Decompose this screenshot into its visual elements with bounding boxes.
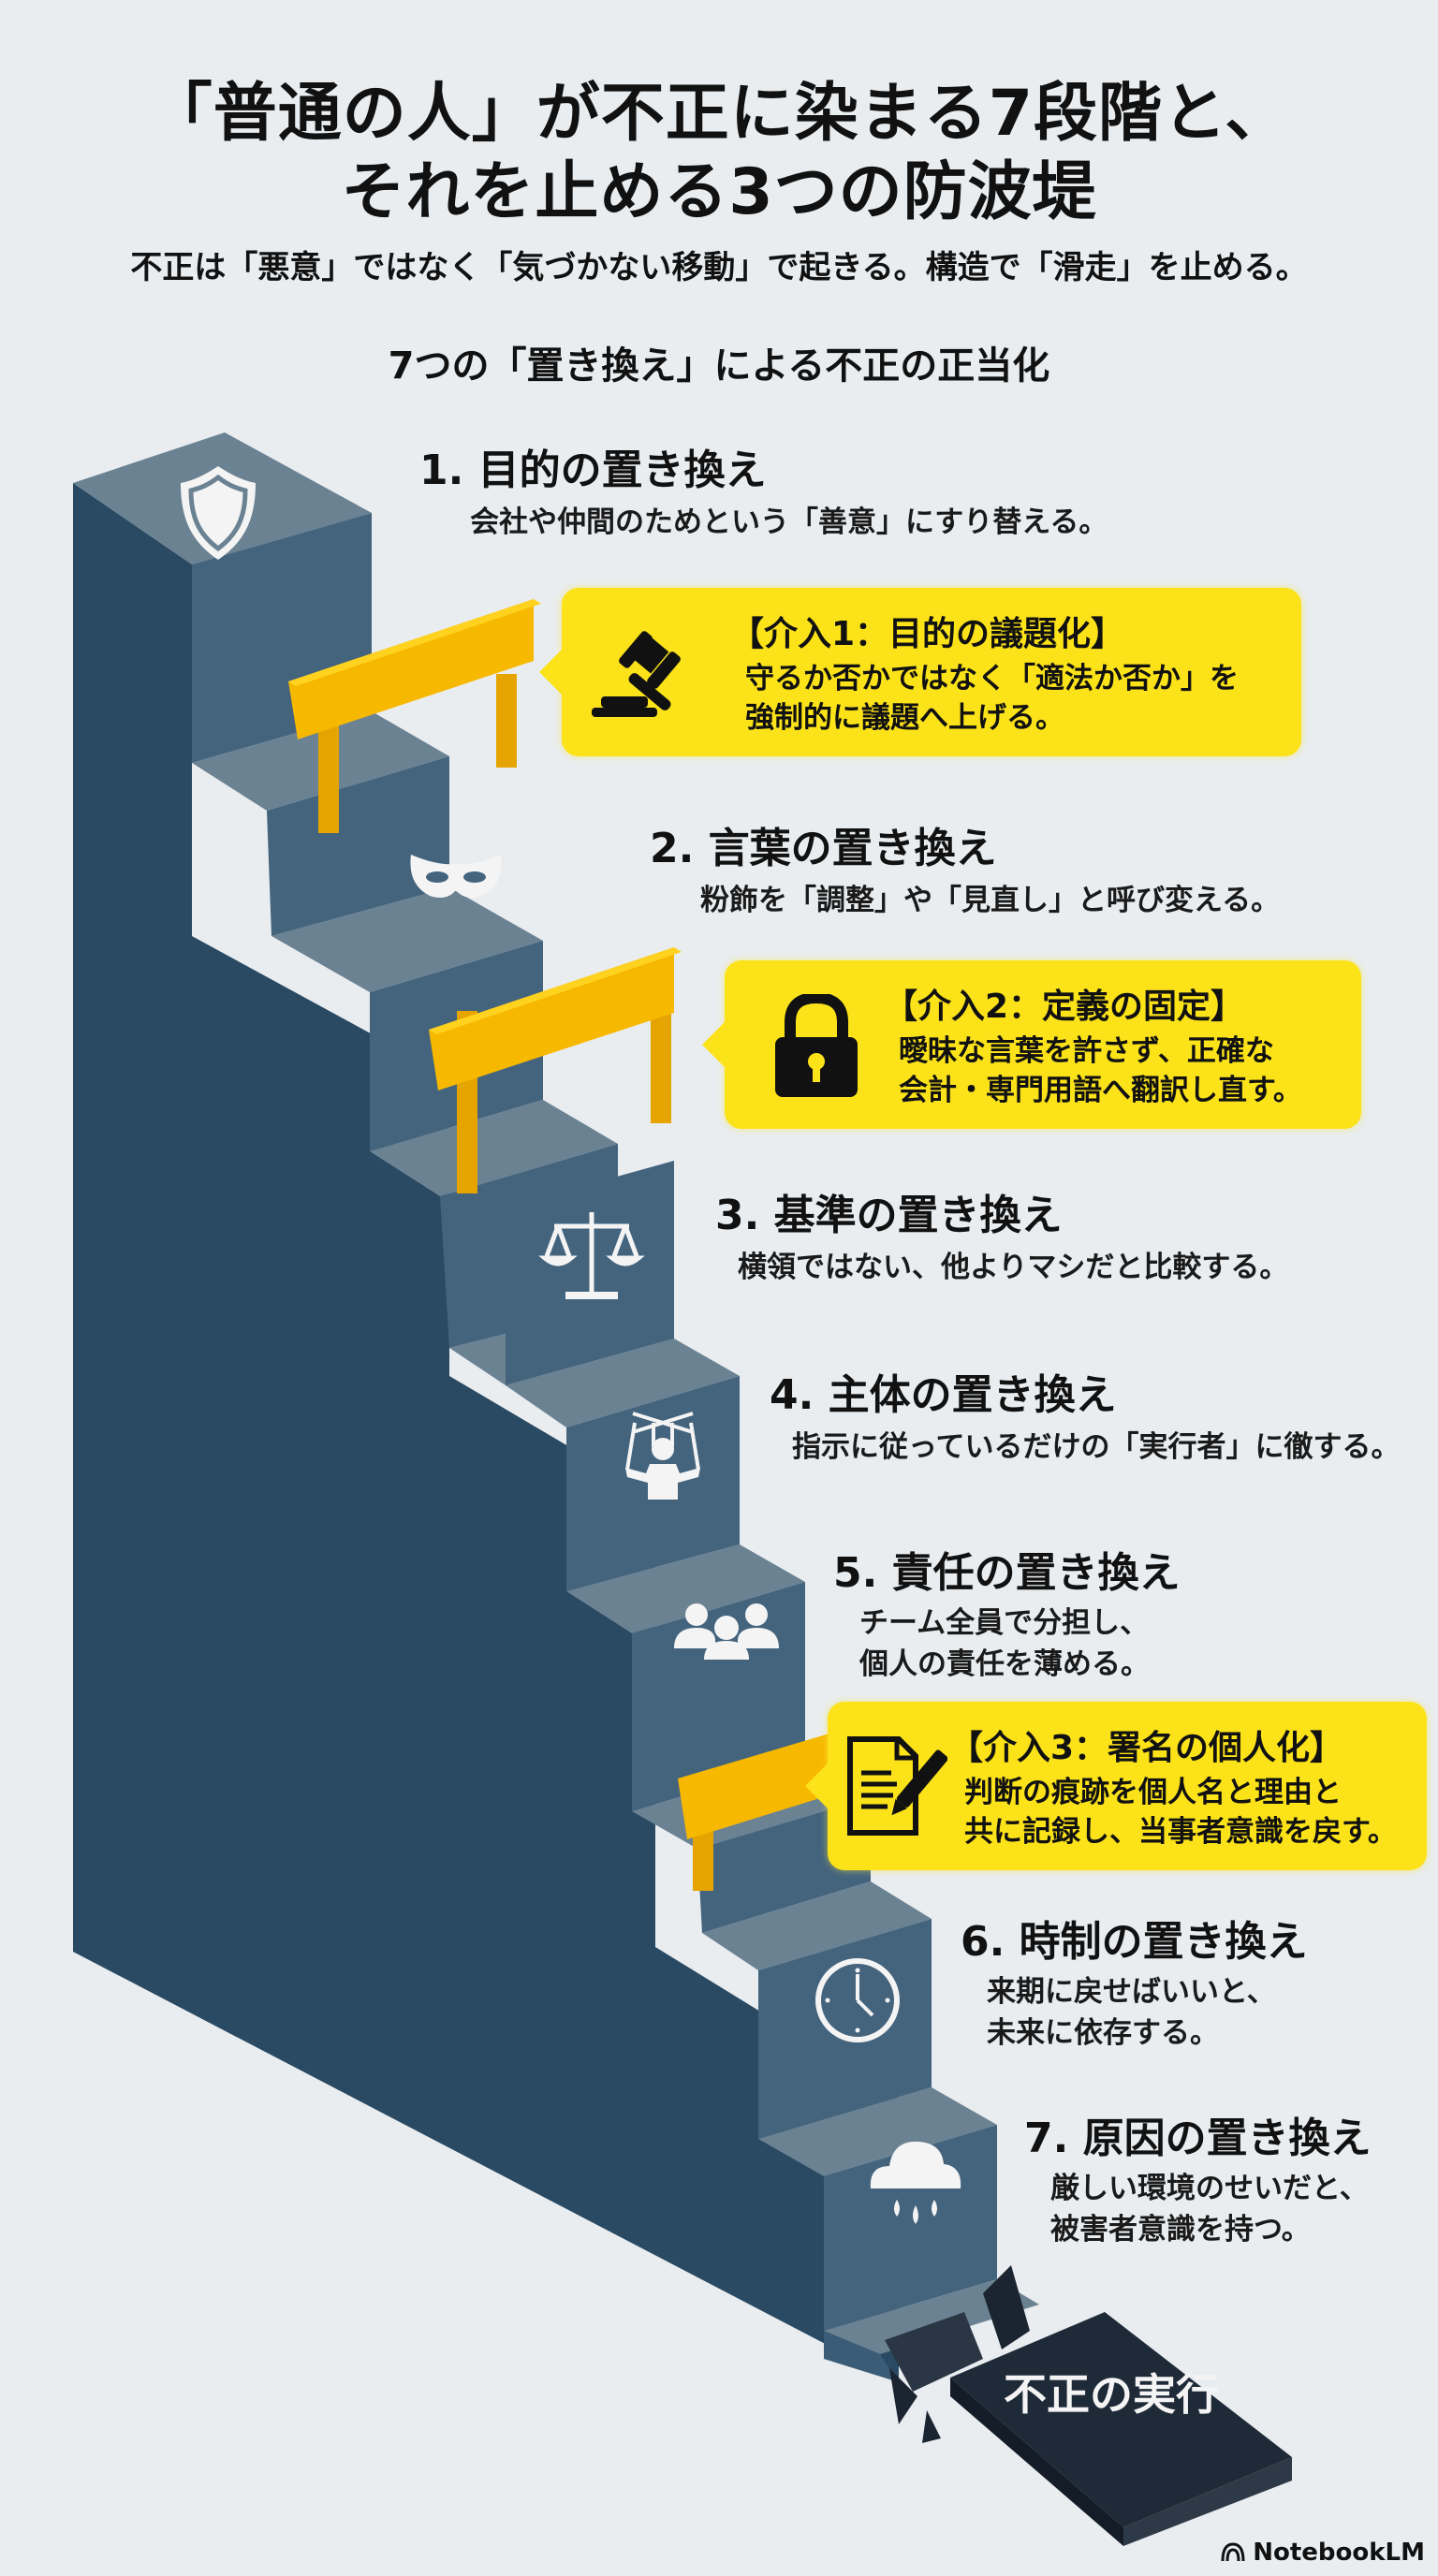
stage-3-desc: 横領ではない、他よりマシだと比較する。	[738, 1251, 1289, 1284]
intervention-3-callout: 【介入3：署名の個人化】 判断の痕跡を個人名と理由と 共に記録し、当事者意識を戻…	[805, 1702, 1427, 1870]
brand-logo: NotebookLM	[1221, 2539, 1425, 2567]
puppet-icon	[625, 1412, 700, 1500]
page-subtitle: 不正は「悪意」ではなく「気づかない移動」で起きる。構造で「滑走」を止める。	[130, 249, 1308, 286]
stage-5: 5. 責任の置き換え チーム全員で分担し、 個人の責任を薄める。	[833, 1539, 1181, 1685]
step-riser	[697, 1797, 871, 1933]
final-block-left	[950, 2378, 1123, 2546]
barrier-2	[429, 947, 682, 1193]
broken-fragment	[922, 2410, 941, 2443]
stage-1-title: 1. 目的の置き換え	[419, 446, 767, 494]
step-tread	[758, 2087, 997, 2176]
stage-5-title: 5. 責任の置き換え	[833, 1549, 1181, 1597]
stage-7-desc-line1: 厳しい環境のせいだと、	[1050, 2172, 1369, 2205]
stage-4-desc: 指示に従っているだけの「実行者」に徹する。	[792, 1430, 1401, 1464]
barrier-1	[288, 599, 541, 833]
stage-2-title: 2. 言葉の置き換え	[650, 825, 997, 872]
step-tread	[271, 887, 543, 992]
step-tread	[702, 1881, 932, 1970]
final-block-front	[1123, 2457, 1292, 2546]
mask-icon	[410, 855, 502, 898]
intervention-3-title: 【介入3：署名の個人化】	[949, 1729, 1344, 1767]
broken-fragment	[983, 2265, 1030, 2349]
final-block-label: 不正の実行	[1004, 2369, 1219, 2420]
intervention-2-text-line1: 曖昧な言葉を許さず、正確な	[899, 1034, 1274, 1068]
step-tread	[506, 1339, 740, 1427]
brand-name: NotebookLM	[1253, 2539, 1425, 2567]
intervention-1-text-line2: 強制的に議題へ上げる。	[745, 701, 1064, 735]
intervention-2-text-line2: 会計・専門用語へ翻訳し直す。	[899, 1074, 1302, 1107]
scales-icon	[538, 1212, 645, 1299]
step-tread	[370, 1100, 618, 1196]
stage-7: 7. 原因の置き換え 厳しい環境のせいだと、 被害者意識を持つ。	[1024, 2104, 1372, 2250]
stage-1-desc: 会社や仲間のためという「善意」にすり替える。	[470, 505, 1108, 539]
intervention-2-title: 【介入2：定義の固定】	[884, 988, 1245, 1026]
staircase-side-face	[73, 483, 899, 2382]
group-icon	[674, 1603, 779, 1660]
intervention-3-text-line1: 判断の痕跡を個人名と理由と	[964, 1776, 1342, 1809]
stage-4: 4. 主体の置き換え 指示に従っているだけの「実行者」に徹する。	[770, 1361, 1400, 1468]
stage-3: 3. 基準の置き換え 横領ではない、他よりマシだと比較する。	[715, 1181, 1288, 1288]
stage-7-title: 7. 原因の置き換え	[1024, 2115, 1372, 2162]
section-title: 7つの「置き換え」による不正の正当化	[388, 344, 1050, 388]
step-bottom-side	[824, 2331, 899, 2382]
stage-2-desc: 粉飾を「調整」や「見直し」と呼び変える。	[700, 884, 1281, 917]
final-block-top	[950, 2312, 1292, 2527]
stage-5-desc-line1: チーム全員で分担し、	[859, 1606, 1150, 1640]
gavel-icon	[592, 631, 681, 717]
stage-4-title: 4. 主体の置き換え	[770, 1371, 1117, 1419]
padlock-icon	[775, 994, 858, 1097]
stage-2: 2. 言葉の置き換え 粉飾を「調整」や「見直し」と呼び変える。	[650, 814, 1280, 921]
intervention-2-callout: 【介入2：定義の固定】 曖昧な言葉を許さず、正確な 会計・専門用語へ翻訳し直す。	[702, 960, 1361, 1129]
intervention-1-text-line1: 守るか否かではなく「適法か否か」を	[745, 662, 1239, 695]
stage-6-title: 6. 時制の置き換え	[961, 1918, 1308, 1966]
step-tread	[566, 1544, 805, 1633]
intervention-3-text-line2: 共に記録し、当事者意識を戻す。	[964, 1815, 1397, 1849]
stage-6-desc-line1: 来期に戻せばいいと、	[987, 1975, 1276, 2009]
stage-6-desc-line2: 未来に依存する。	[987, 2016, 1219, 2050]
signed-document-icon	[847, 1736, 947, 1836]
page-title-line2: それを止める3つの防波堤	[341, 155, 1097, 229]
broken-fragment	[885, 2312, 983, 2392]
stage-1: 1. 目的の置き換え 会社や仲間のためという「善意」にすり替える。	[419, 436, 1108, 543]
intervention-1-callout: 【介入1：目的の議題化】 守るか否かではなく「適法か否か」を 強制的に議題へ上げ…	[539, 588, 1301, 756]
clock-icon	[815, 1958, 900, 2042]
intervention-1-title: 【介入1：目的の議題化】	[730, 615, 1125, 653]
stage-6: 6. 時制の置き換え 来期に戻せばいいと、 未来に依存する。	[961, 1908, 1308, 2054]
broken-fragment	[889, 2368, 917, 2424]
stage-7-desc-line2: 被害者意識を持つ。	[1050, 2213, 1311, 2247]
stage-3-title: 3. 基準の置き換え	[715, 1192, 1063, 1239]
shield-icon	[181, 466, 256, 560]
notebooklm-logo-icon	[1221, 2542, 1245, 2562]
step-riser	[267, 756, 449, 936]
stage-5-desc-line2: 個人の責任を薄める。	[859, 1647, 1150, 1681]
rain-cloud-icon	[870, 2141, 961, 2224]
page-title-line1: 「普通の人」が不正に染まる7段階と、	[148, 77, 1290, 151]
